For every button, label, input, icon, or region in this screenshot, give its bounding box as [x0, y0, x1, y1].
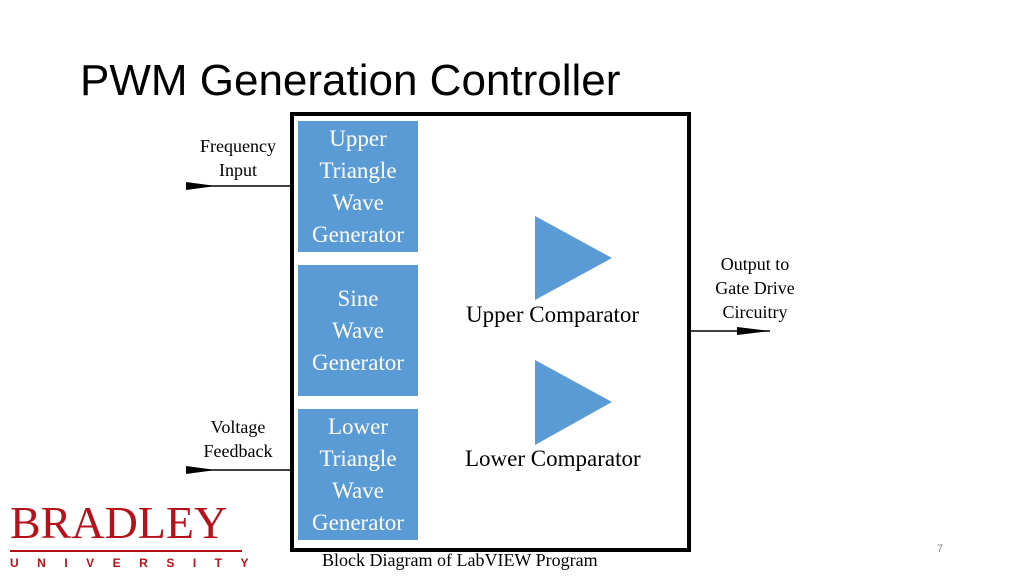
output-label: Output to Gate Drive Circuitry — [715, 254, 795, 322]
lower-triangle-wave-generator: Lower Triangle Wave Generator — [298, 409, 418, 540]
slide-title: PWM Generation Controller — [80, 56, 621, 105]
logo-subtitle: UNIVERSITY — [10, 556, 268, 570]
lower-comparator-label: Lower Comparator — [465, 446, 641, 471]
upper-comparator-label: Upper Comparator — [466, 302, 640, 327]
voltage-input-arrowhead — [186, 466, 216, 474]
bradley-university-logo: BRADLEY UNIVERSITY — [10, 497, 268, 570]
page-number: 7 — [937, 543, 944, 555]
output-arrowhead — [737, 327, 770, 335]
frequency-input-label: Frequency Input — [200, 136, 276, 180]
sine-wave-generator: Sine Wave Generator — [298, 265, 418, 396]
logo-name: BRADLEY — [10, 497, 228, 548]
voltage-feedback-label: Voltage Feedback — [203, 417, 273, 461]
logo-divider — [10, 550, 242, 552]
upper-comparator-triangle — [535, 216, 612, 300]
diagram-caption: Block Diagram of LabVIEW Program — [322, 550, 598, 570]
frequency-input-arrowhead — [186, 182, 216, 190]
upper-triangle-wave-generator: Upper Triangle Wave Generator — [298, 121, 418, 252]
lower-comparator-triangle — [535, 360, 612, 445]
